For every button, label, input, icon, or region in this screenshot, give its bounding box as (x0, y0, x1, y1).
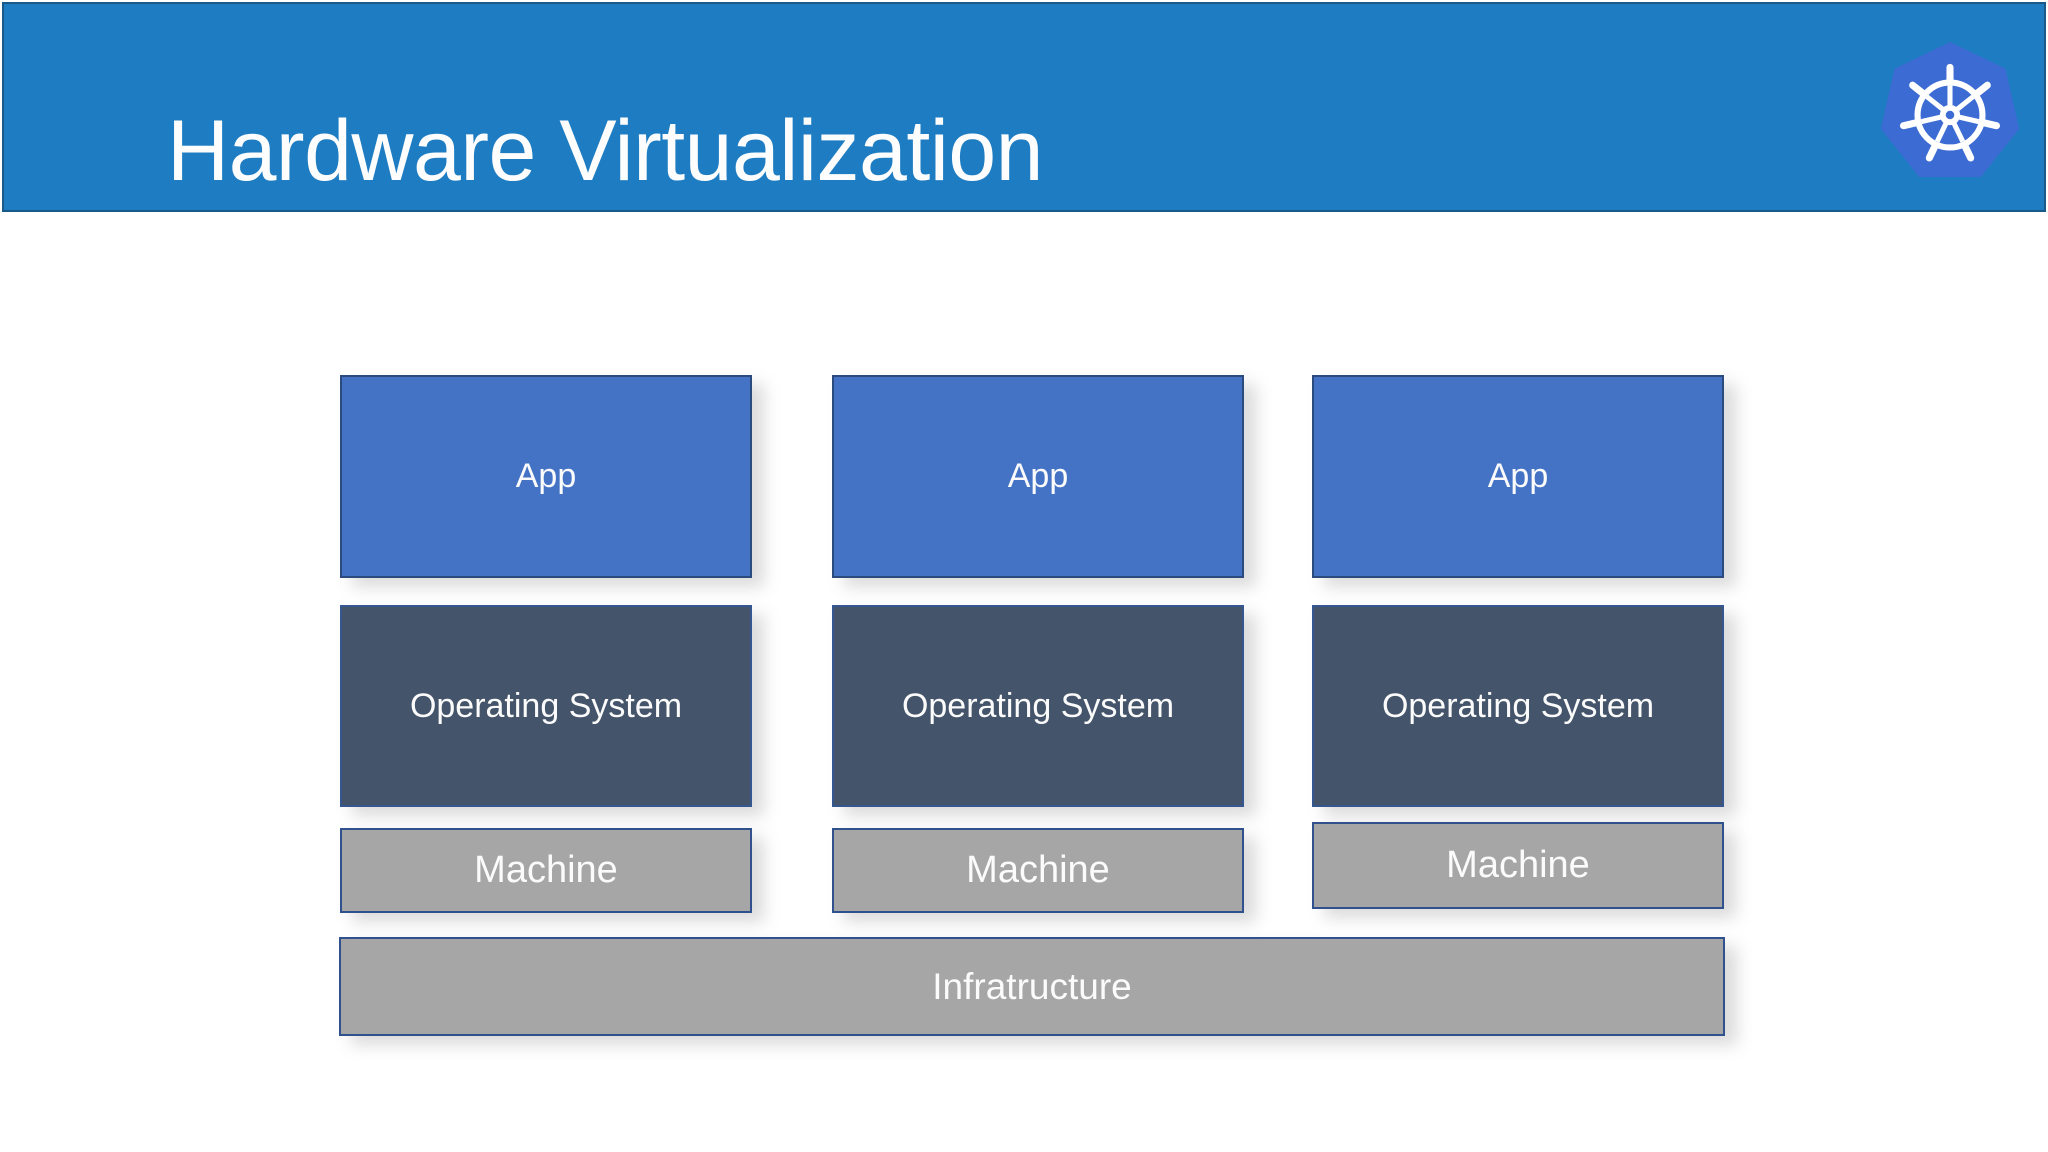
operating-system-box: Operating System (340, 605, 752, 807)
machine-box: Machine (340, 828, 752, 913)
stack-column-3: App Operating System Machine (1312, 375, 1724, 920)
machine-box: Machine (1312, 822, 1724, 909)
machine-box: Machine (832, 828, 1244, 913)
stack-column-2: App Operating System Machine (832, 375, 1244, 920)
app-box-label: App (1487, 457, 1549, 495)
infrastructure-box-label: Infratructure (932, 965, 1132, 1007)
page-title: Hardware Virtualization (167, 103, 1044, 199)
machine-box-label: Machine (966, 849, 1110, 891)
app-box-label: App (515, 457, 577, 495)
app-box: App (1312, 375, 1724, 578)
machine-box-label: Machine (1446, 844, 1590, 886)
operating-system-box: Operating System (832, 605, 1244, 807)
header-bar: Hardware Virtualization (2, 2, 2046, 212)
operating-system-box-label: Operating System (409, 686, 683, 725)
app-box: App (340, 375, 752, 578)
stack-column-1: App Operating System Machine (340, 375, 752, 920)
operating-system-box-label: Operating System (901, 686, 1175, 725)
machine-box-label: Machine (474, 849, 618, 891)
operating-system-box-label: Operating System (1381, 686, 1655, 725)
app-box: App (832, 375, 1244, 578)
kubernetes-wheel-icon (1880, 42, 2020, 177)
app-box-label: App (1007, 457, 1069, 495)
operating-system-box: Operating System (1312, 605, 1724, 807)
infrastructure-box: Infratructure (339, 937, 1725, 1036)
